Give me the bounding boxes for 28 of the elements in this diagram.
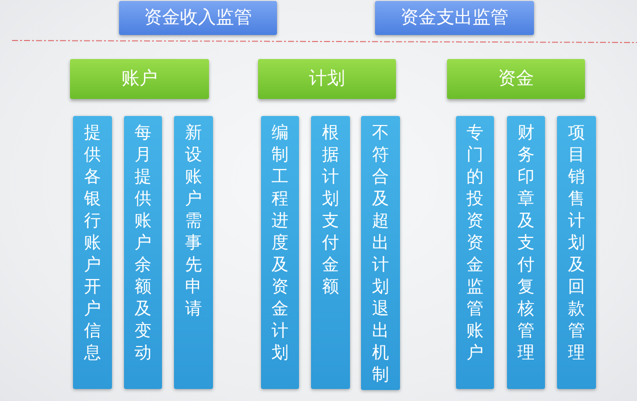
bar-text: 提供各银行账户开户信息 (84, 122, 102, 364)
info-bar (456, 116, 494, 389)
info-bar (174, 116, 213, 389)
category-header (70, 59, 209, 99)
info-bar (557, 116, 596, 389)
banner-label: 资金支出监管 (400, 7, 508, 29)
bar-text: 每月提供账户余额及变动 (134, 122, 152, 364)
info-bar (361, 116, 400, 390)
info-bar (73, 116, 112, 389)
bar-text: 财务印章及支付复核管理 (517, 122, 535, 364)
bar-text: 不符合及超出计划退出机制 (372, 122, 390, 386)
bar-text: 新设账户需事先申请 (184, 122, 202, 320)
header-label: 账户 (122, 68, 158, 90)
category-header (258, 59, 396, 99)
info-bar (261, 116, 299, 389)
bar-text: 编制工程进度及资金计划 (271, 122, 289, 364)
header-label: 资金 (498, 68, 534, 90)
info-bar (124, 116, 162, 389)
section-banner (375, 1, 534, 35)
bar-text: 项目销售计划及回款管理 (568, 122, 586, 364)
bar-text: 根据计划支付金额 (322, 122, 340, 298)
category-header (447, 59, 585, 99)
bar-text: 专门的投资资金监管账户 (466, 122, 484, 364)
info-bar (507, 116, 545, 389)
banner-label: 资金收入监管 (144, 7, 252, 29)
header-label: 计划 (309, 68, 345, 90)
info-bar (311, 116, 350, 389)
section-banner (119, 1, 277, 35)
